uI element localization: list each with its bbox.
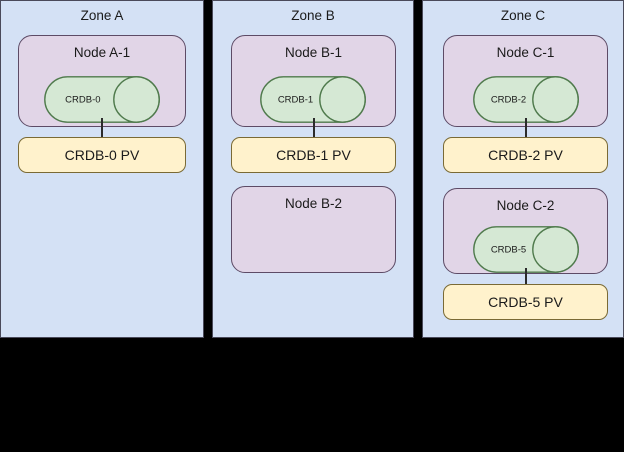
cylinder-shape xyxy=(473,76,579,123)
crdb-0-pv-label: CRDB-0 PV xyxy=(64,146,140,163)
cylinder-shape xyxy=(260,76,366,123)
connector-node-a-1-to-crdb-0-pv xyxy=(101,118,103,138)
cylinder-shape xyxy=(44,76,160,123)
crdb-2-label: CRDB-2 xyxy=(490,94,527,105)
node-c-1-title: Node C-1 xyxy=(496,45,555,60)
crdb-2-database-cylinder[interactable]: CRDB-2 xyxy=(473,76,579,123)
node-c-2-title: Node C-2 xyxy=(496,198,555,213)
crdb-1-label: CRDB-1 xyxy=(277,94,314,105)
crdb-0-database-cylinder[interactable]: CRDB-0 xyxy=(44,76,160,123)
cylinder-shape xyxy=(473,226,579,273)
connector-node-b-1-to-crdb-1-pv xyxy=(313,118,315,138)
crdb-2-pv-label: CRDB-2 PV xyxy=(488,146,563,163)
crdb-0-pv-box[interactable]: CRDB-0 PV xyxy=(18,137,186,173)
crdb-1-pv-box[interactable]: CRDB-1 PV xyxy=(231,137,396,173)
node-a-1-title: Node A-1 xyxy=(73,45,131,60)
crdb-5-database-cylinder[interactable]: CRDB-5 xyxy=(473,226,579,273)
crdb-1-database-cylinder[interactable]: CRDB-1 xyxy=(260,76,366,123)
node-b-2-container[interactable]: Node B-2 xyxy=(231,186,396,273)
node-b-2-title: Node B-2 xyxy=(284,196,343,211)
crdb-1-pv-label: CRDB-1 PV xyxy=(276,146,351,163)
connector-node-c-2-to-crdb-5-pv xyxy=(525,268,527,286)
zone-a-title: Zone A xyxy=(80,8,124,23)
connector-node-c-1-to-crdb-2-pv xyxy=(525,118,527,138)
crdb-2-pv-box[interactable]: CRDB-2 PV xyxy=(443,137,608,173)
crdb-5-pv-label: CRDB-5 PV xyxy=(488,293,563,310)
crdb-0-label: CRDB-0 xyxy=(65,94,101,105)
crdb-5-label: CRDB-5 xyxy=(490,244,527,255)
crdb-5-pv-box[interactable]: CRDB-5 PV xyxy=(443,284,608,320)
node-b-1-title: Node B-1 xyxy=(284,45,343,60)
zone-b-title: Zone B xyxy=(291,8,335,23)
zone-c-title: Zone C xyxy=(500,8,546,23)
